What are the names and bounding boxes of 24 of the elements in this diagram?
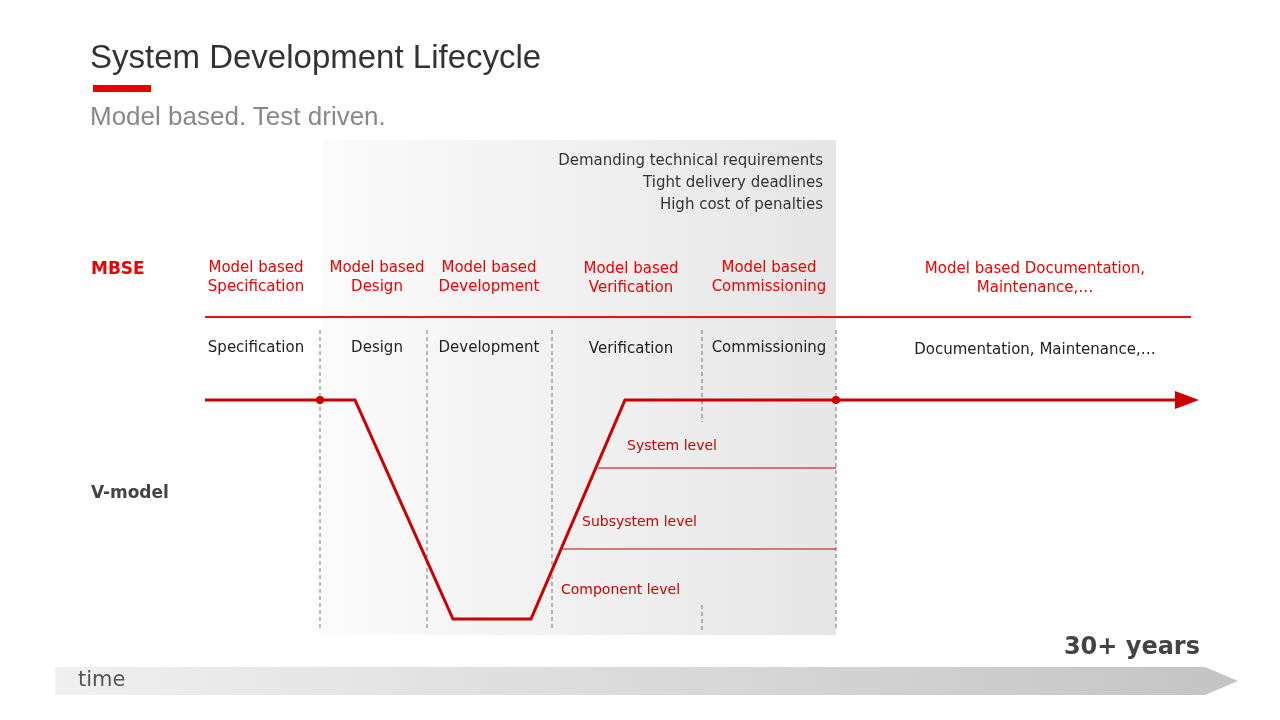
subtitle: Model based. Test driven. <box>90 100 386 133</box>
phase-label: Design <box>351 338 403 357</box>
phase-label: Development <box>438 338 540 357</box>
requirement-text: Tight delivery deadlines <box>643 173 823 192</box>
level-label: Subsystem level <box>582 513 697 531</box>
mbse-phase-label: Model based Commissioning <box>710 258 828 296</box>
phase-label: Specification <box>207 338 305 357</box>
requirement-text: Demanding technical requirements <box>558 151 823 170</box>
level-label: System level <box>627 437 717 455</box>
phase-label: Verification <box>588 339 674 358</box>
level-label: Component level <box>561 581 681 599</box>
row-label: V-model <box>91 482 169 504</box>
phase-label: Commissioning <box>711 338 827 357</box>
mbse-phase-label: Model based Design <box>328 258 426 296</box>
row-label: MBSE <box>91 258 145 280</box>
axis-label: time <box>78 666 126 693</box>
requirement-text: High cost of penalties <box>659 195 823 214</box>
mbse-phase-label: Model based Specification <box>206 258 306 296</box>
mbse-phase-label: Model based Development <box>437 258 541 296</box>
mbse-phase-label: Model based Verification <box>582 259 680 297</box>
slide-title: System Development Lifecycle <box>90 37 542 77</box>
phase-label: Documentation, Maintenance,… <box>914 340 1156 359</box>
duration-label: 30+ years <box>1063 631 1200 661</box>
mbse-phase-label: Model based Documentation, Maintenance,… <box>923 259 1147 297</box>
